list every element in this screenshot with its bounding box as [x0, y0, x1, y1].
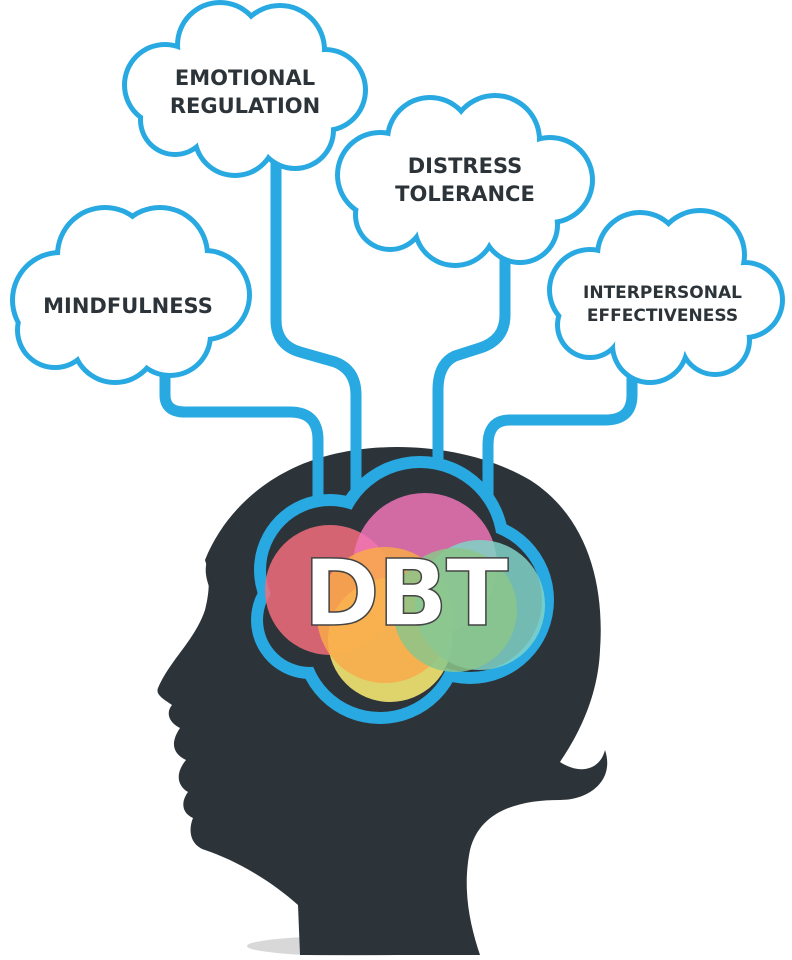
cloud-distress-tolerance — [335, 93, 595, 268]
clouds — [10, 0, 785, 385]
cloud-emotional-regulation — [122, 0, 368, 178]
brain — [251, 456, 554, 724]
connectors — [159, 149, 638, 506]
cloud-interpersonal-effectiveness — [547, 208, 785, 385]
cloud-mindfulness — [10, 205, 252, 385]
hair-strand — [205, 540, 230, 600]
dbt-title: DBT — [303, 539, 510, 648]
connector-line — [482, 349, 638, 506]
connector-line — [432, 239, 511, 506]
connector-line — [159, 359, 324, 506]
connector-line — [270, 149, 362, 506]
cloud-label-mindfulness: MINDFULNESS — [43, 294, 213, 318]
brain-circle — [393, 548, 517, 672]
